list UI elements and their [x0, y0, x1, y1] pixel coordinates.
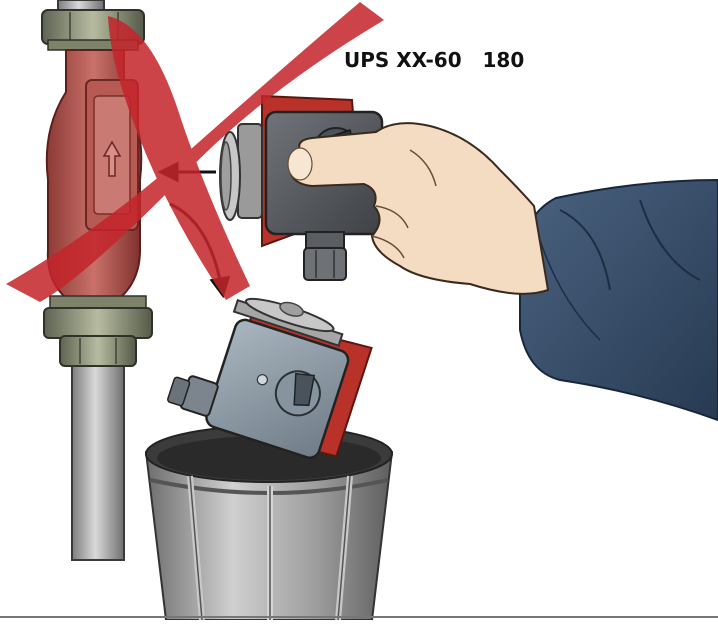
- impeller-disc: [220, 132, 240, 220]
- bottom-union-nut: [44, 296, 152, 366]
- cable-gland: [304, 232, 346, 280]
- pump-head-held: [220, 96, 382, 280]
- cable-gland-discarded: [166, 371, 218, 417]
- sleeve: [520, 180, 718, 420]
- lower-pipe: [72, 360, 124, 560]
- model-label: UPS XX-60 180: [344, 48, 524, 72]
